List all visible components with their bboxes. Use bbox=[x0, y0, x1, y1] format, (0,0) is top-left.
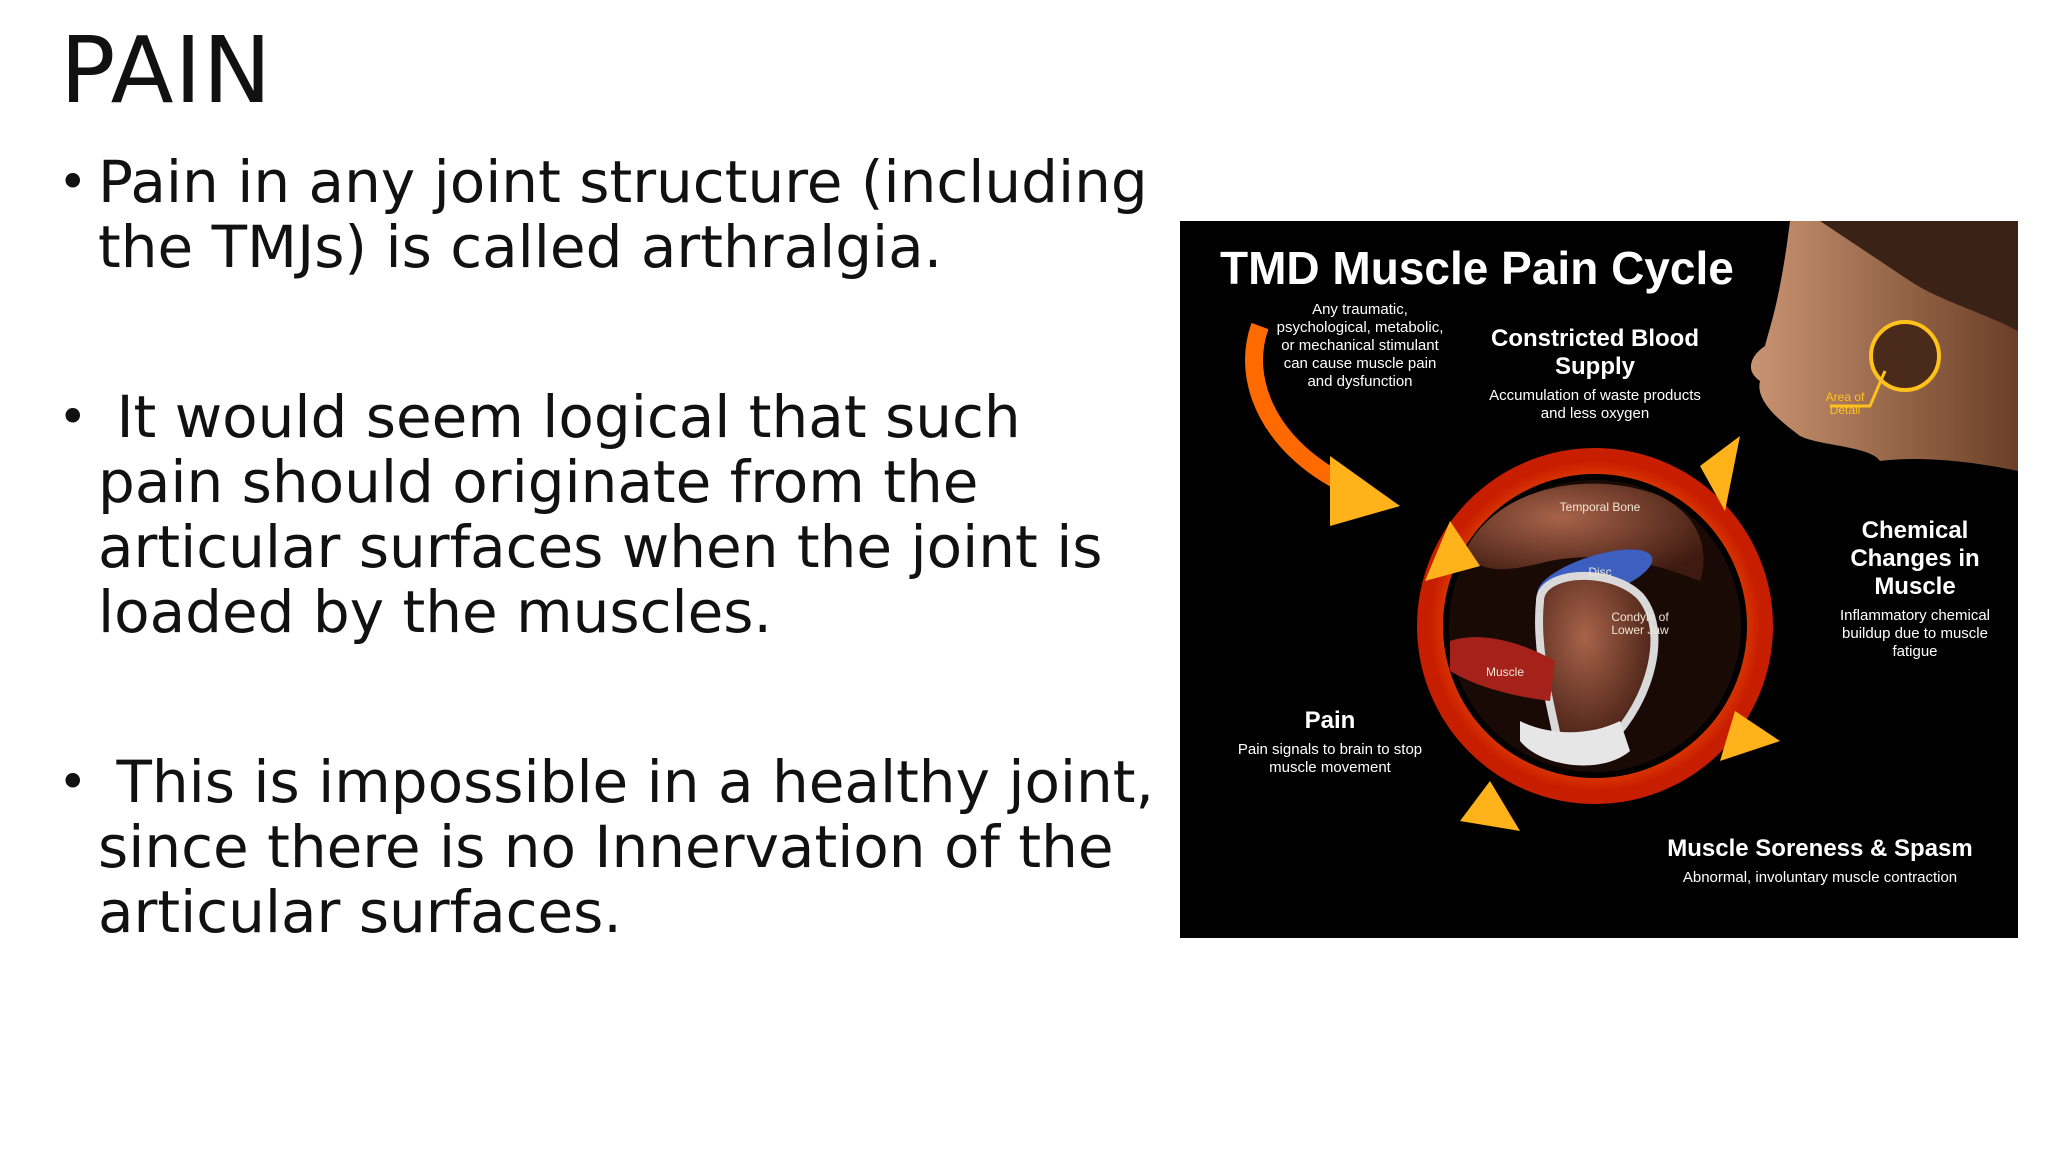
bullet-item: •Pain in any joint structure (including … bbox=[58, 150, 1158, 280]
tmd-pain-cycle-figure: TMD Muscle Pain Cycle Any traumatic, psy… bbox=[1180, 221, 2018, 938]
soreness-detail: Abnormal, involuntary muscle contraction bbox=[1682, 869, 1958, 886]
temporal-bone-label: Temporal Bone bbox=[1559, 500, 1641, 514]
stimulus-arrow bbox=[1245, 322, 1359, 498]
bullet-dot-icon: • bbox=[58, 753, 88, 811]
arrow-bottom bbox=[1460, 781, 1520, 831]
slide-title: PAIN bbox=[60, 17, 273, 124]
arrow-top bbox=[1700, 436, 1740, 511]
pain-cycle-illustration bbox=[1245, 221, 2018, 831]
constricted-heading: Constricted Blood Supply bbox=[1491, 325, 1699, 380]
pain-heading: Pain bbox=[1304, 707, 1356, 734]
bullet-item: • This is impossible in a healthy joint,… bbox=[58, 750, 1158, 945]
chemical-detail: Inflammatory chemical buildup due to mus… bbox=[1839, 607, 1991, 660]
figure-title: TMD Muscle Pain Cycle bbox=[1220, 242, 1734, 294]
hair bbox=[1820, 221, 2018, 331]
arrow-left bbox=[1425, 521, 1480, 581]
disc-label: Disc bbox=[1588, 565, 1612, 579]
area-of-detail-circle bbox=[1869, 320, 1941, 392]
pain-detail: Pain signals to brain to stop muscle mov… bbox=[1237, 741, 1423, 776]
bullet-text: This is impossible in a healthy joint, s… bbox=[98, 748, 1173, 946]
bullet-text: Pain in any joint structure (including t… bbox=[98, 148, 1148, 281]
bullet-item: • It would seem logical that such pain s… bbox=[58, 385, 1158, 645]
bullet-dot-icon: • bbox=[58, 153, 88, 211]
chemical-heading: Chemical Changes in Muscle bbox=[1850, 517, 1980, 600]
constricted-detail: Accumulation of waste products and less … bbox=[1489, 387, 1701, 422]
arrow-right bbox=[1720, 711, 1780, 761]
condyle-label: Condyle of Lower Jaw bbox=[1611, 610, 1669, 637]
bullet-list: •Pain in any joint structure (including … bbox=[58, 150, 1158, 945]
muscle-label: Muscle bbox=[1485, 665, 1524, 679]
soreness-heading: Muscle Soreness & Spasm bbox=[1667, 835, 1973, 862]
muscle bbox=[1450, 637, 1555, 701]
bullet-text: It would seem logical that such pain sho… bbox=[98, 383, 1121, 646]
area-of-detail-label: Area of Detail bbox=[1825, 390, 1865, 417]
cycle-ring bbox=[1417, 448, 1773, 804]
stimulus-text: Any traumatic, psychological, metabolic,… bbox=[1276, 301, 1444, 390]
bullet-dot-icon: • bbox=[58, 388, 88, 446]
